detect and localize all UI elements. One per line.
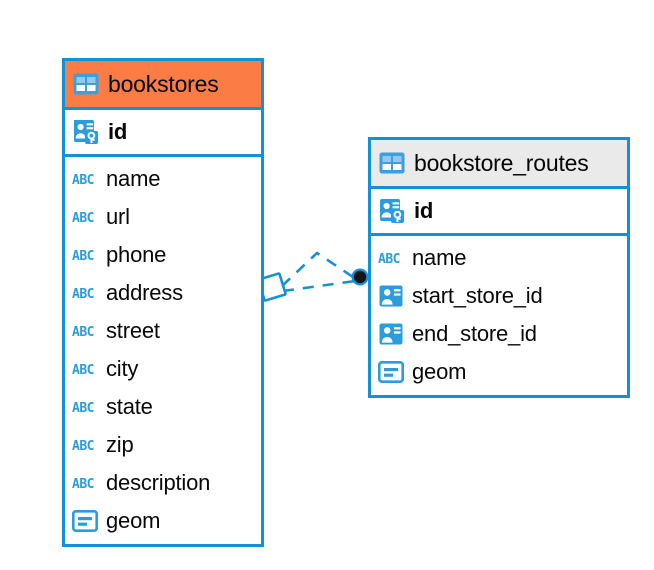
abc-text-icon: ABC	[72, 172, 98, 186]
field-label-name: name	[106, 166, 161, 191]
svg-text:ABC: ABC	[72, 325, 94, 338]
field-label-address: address	[106, 280, 183, 305]
field-row-street[interactable]: ABC street	[65, 312, 261, 350]
svg-text:ABC: ABC	[378, 252, 400, 265]
field-row-geom[interactable]: geom	[371, 353, 627, 391]
primary-key-icon	[378, 197, 406, 225]
abc-text-icon: ABC	[378, 251, 404, 265]
abc-text-icon: ABC	[72, 210, 98, 224]
relationship-line-upper	[281, 251, 357, 287]
primary-key-section-bookstore-routes: id	[371, 186, 627, 236]
geometry-icon	[72, 509, 98, 533]
field-row-name[interactable]: ABC name	[371, 239, 627, 277]
abc-text-icon: ABC	[72, 248, 98, 262]
field-row-city[interactable]: ABC city	[65, 350, 261, 388]
field-row-end-store-id[interactable]: end_store_id	[371, 315, 627, 353]
field-label-geom: geom	[106, 508, 161, 533]
field-label-start-store-id: start_store_id	[412, 283, 543, 308]
field-row-start-store-id[interactable]: start_store_id	[371, 277, 627, 315]
svg-text:ABC: ABC	[72, 249, 94, 262]
entity-title-bookstores: bookstores	[108, 70, 219, 97]
svg-text:ABC: ABC	[72, 401, 94, 414]
field-label-url: url	[106, 204, 130, 229]
abc-text-icon: ABC	[72, 362, 98, 376]
foreign-key-icon	[378, 322, 404, 346]
abc-text-icon: ABC	[72, 324, 98, 338]
foreign-key-icon	[378, 284, 404, 308]
relationship-line-lower	[282, 279, 356, 293]
field-row-phone[interactable]: ABC phone	[65, 236, 261, 274]
entity-title-bookstore-routes: bookstore_routes	[414, 149, 589, 176]
field-list-bookstore-routes: ABC name start_store_id	[371, 236, 627, 395]
svg-text:ABC: ABC	[72, 439, 94, 452]
filled-circle-marker	[351, 268, 369, 286]
field-row-description[interactable]: ABC description	[65, 464, 261, 502]
field-row-url[interactable]: ABC url	[65, 198, 261, 236]
entity-table-bookstore-routes[interactable]: bookstore_routes	[368, 137, 630, 398]
table-icon	[73, 73, 99, 95]
primary-key-section-bookstores: id	[65, 107, 261, 157]
entity-header-bookstores[interactable]: bookstores	[65, 61, 261, 107]
table-icon	[379, 152, 405, 174]
field-label-state: state	[106, 394, 153, 419]
field-label-id: id	[108, 119, 128, 144]
abc-text-icon: ABC	[72, 438, 98, 452]
entity-table-bookstores[interactable]: bookstores	[62, 58, 264, 547]
field-row-name[interactable]: ABC name	[65, 160, 261, 198]
abc-text-icon: ABC	[72, 476, 98, 490]
field-label-name: name	[412, 245, 467, 270]
field-label-geom: geom	[412, 359, 467, 384]
field-row-primary-key[interactable]: id	[65, 110, 261, 154]
abc-text-icon: ABC	[72, 400, 98, 414]
primary-key-icon	[72, 118, 100, 146]
field-row-state[interactable]: ABC state	[65, 388, 261, 426]
field-list-bookstores: ABC name ABC url ABC p	[65, 157, 261, 544]
field-row-geom[interactable]: geom	[65, 502, 261, 540]
svg-text:ABC: ABC	[72, 477, 94, 490]
field-row-zip[interactable]: ABC zip	[65, 426, 261, 464]
field-label-phone: phone	[106, 242, 167, 267]
field-label-zip: zip	[106, 432, 134, 457]
svg-text:ABC: ABC	[72, 363, 94, 376]
svg-text:ABC: ABC	[72, 211, 94, 224]
abc-text-icon: ABC	[72, 286, 98, 300]
field-row-primary-key[interactable]: id	[371, 189, 627, 233]
svg-text:ABC: ABC	[72, 287, 94, 300]
field-label-description: description	[106, 470, 211, 495]
field-label-id: id	[414, 198, 434, 223]
entity-header-bookstore-routes[interactable]: bookstore_routes	[371, 140, 627, 186]
field-label-city: city	[106, 356, 139, 381]
field-label-end-store-id: end_store_id	[412, 321, 537, 346]
svg-text:ABC: ABC	[72, 173, 94, 186]
field-label-street: street	[106, 318, 160, 343]
field-row-address[interactable]: ABC address	[65, 274, 261, 312]
geometry-icon	[378, 360, 404, 384]
